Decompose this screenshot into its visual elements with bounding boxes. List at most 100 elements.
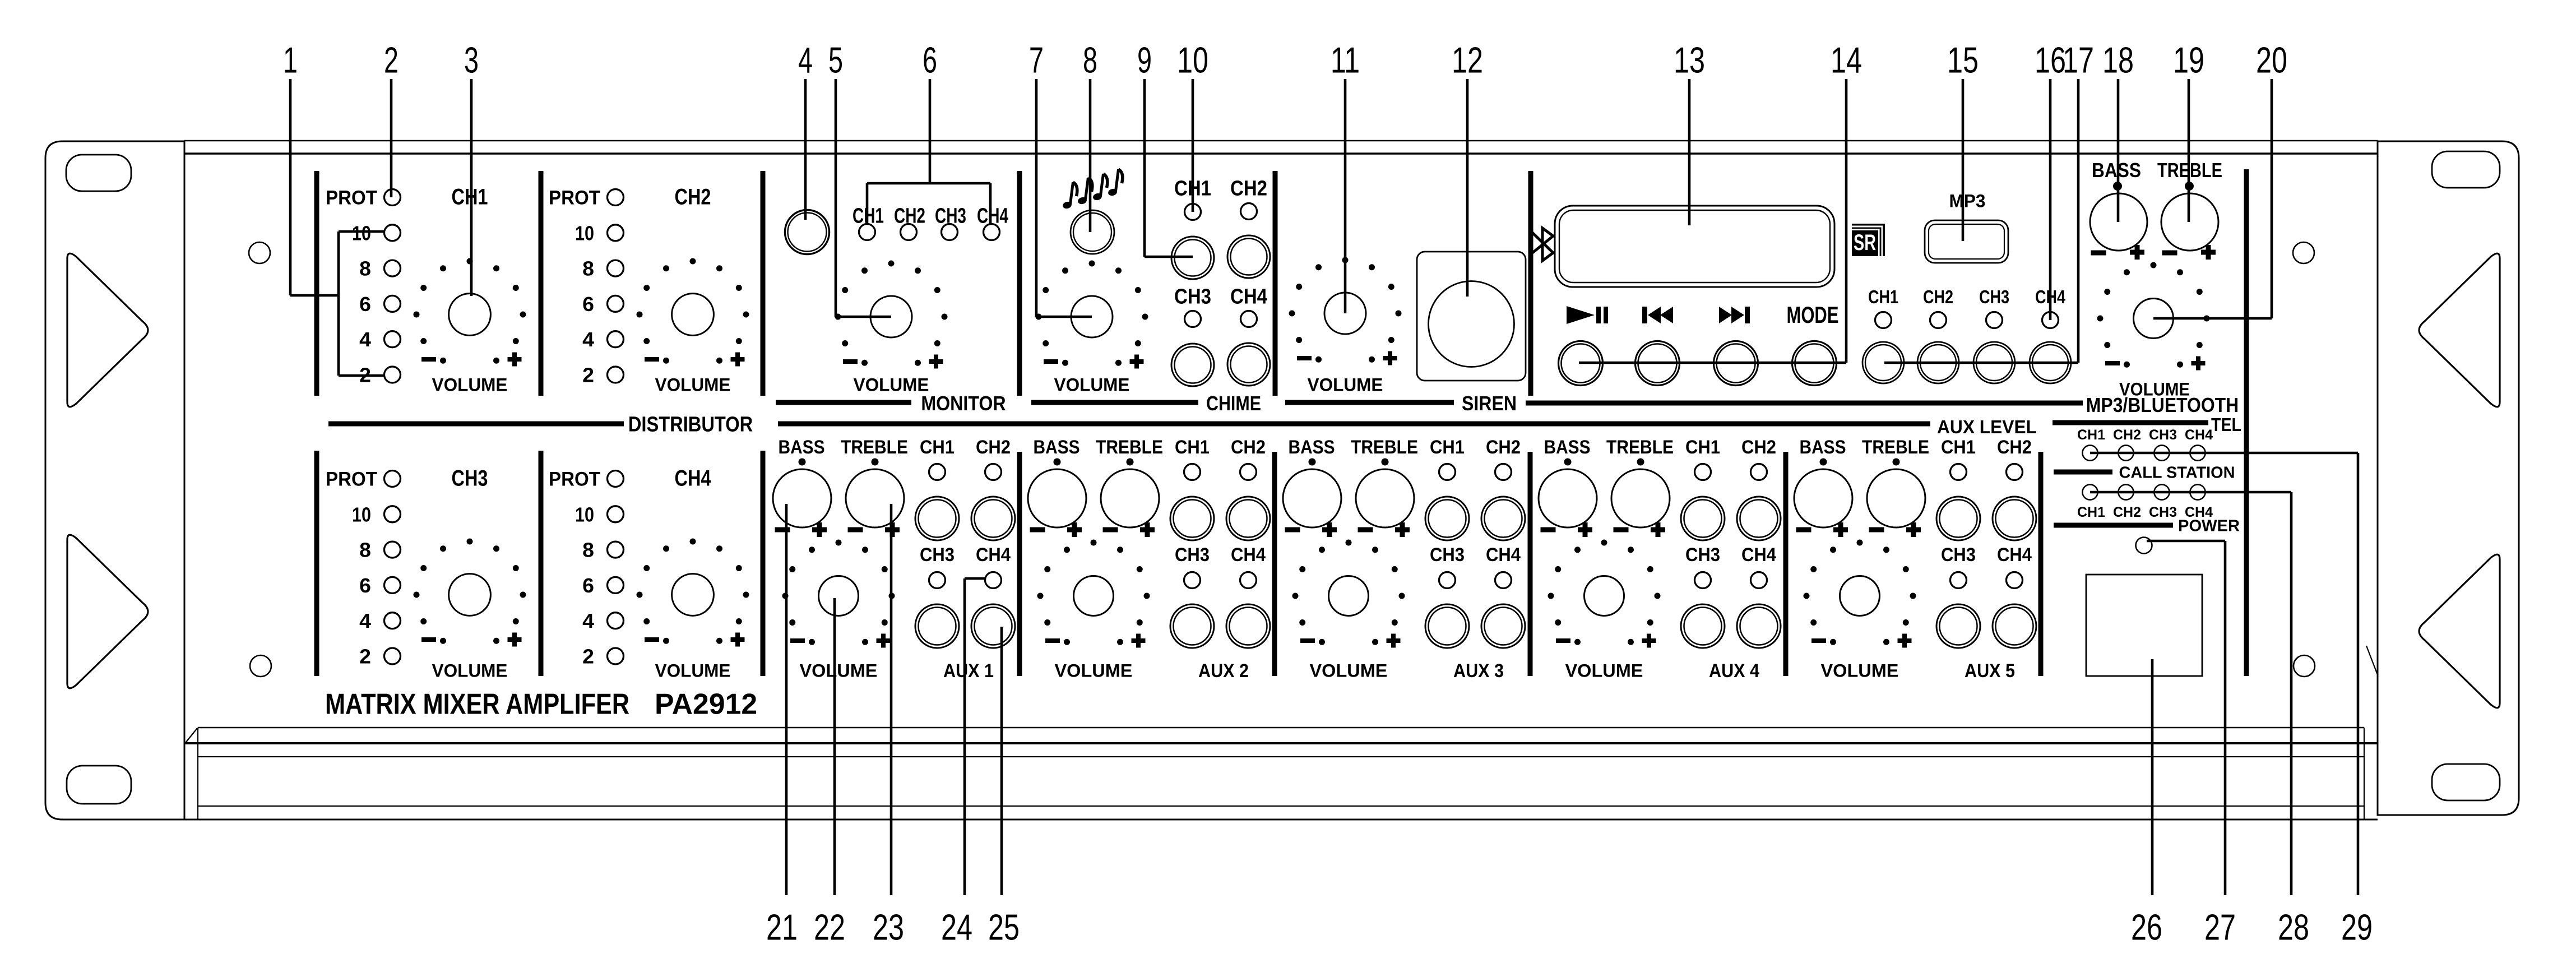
- svg-text:CH2: CH2: [1923, 287, 1953, 307]
- svg-text:5: 5: [828, 40, 843, 80]
- svg-text:AUX 4: AUX 4: [1709, 660, 1759, 682]
- svg-text:CH1: CH1: [1941, 437, 1976, 458]
- svg-text:CH4: CH4: [674, 465, 711, 490]
- svg-text:2: 2: [582, 645, 594, 668]
- svg-text:CH4: CH4: [1997, 544, 2032, 566]
- svg-text:VOLUME: VOLUME: [2119, 379, 2190, 399]
- svg-text:MP3/BLUETOOTH: MP3/BLUETOOTH: [2086, 394, 2239, 416]
- svg-text:PROT: PROT: [326, 187, 377, 209]
- svg-text:VOLUME: VOLUME: [1054, 374, 1130, 395]
- svg-text:VOLUME: VOLUME: [800, 661, 878, 681]
- svg-text:CH2: CH2: [2113, 427, 2141, 443]
- svg-text:CH3: CH3: [451, 465, 488, 490]
- svg-text:15: 15: [1947, 40, 1979, 81]
- svg-text:TREBLE: TREBLE: [1606, 436, 1674, 457]
- svg-text:CH2: CH2: [976, 437, 1011, 458]
- svg-text:6: 6: [923, 40, 937, 80]
- svg-text:6: 6: [359, 575, 371, 597]
- svg-text:CH3: CH3: [1175, 544, 1210, 566]
- svg-text:VOLUME: VOLUME: [1565, 661, 1643, 681]
- svg-text:3: 3: [464, 40, 479, 80]
- svg-text:19: 19: [2173, 40, 2204, 81]
- svg-text:BASS: BASS: [2092, 159, 2141, 182]
- svg-text:BASS: BASS: [1800, 436, 1846, 457]
- svg-text:23: 23: [873, 907, 904, 948]
- svg-text:16: 16: [2035, 40, 2066, 81]
- svg-text:CH1: CH1: [1685, 437, 1720, 458]
- svg-text:17: 17: [2063, 40, 2094, 81]
- svg-text:AUX 3: AUX 3: [1453, 660, 1504, 682]
- svg-text:8: 8: [1083, 40, 1097, 80]
- svg-text:24: 24: [941, 907, 972, 948]
- svg-text:CH2: CH2: [1231, 437, 1266, 458]
- svg-text:20: 20: [2256, 40, 2287, 81]
- svg-text:CH3: CH3: [1979, 287, 2009, 307]
- svg-text:CH1: CH1: [1430, 437, 1465, 458]
- svg-text:21: 21: [766, 907, 798, 948]
- svg-text:CHIME: CHIME: [1206, 393, 1261, 415]
- svg-text:2: 2: [384, 40, 399, 80]
- svg-text:PROT: PROT: [326, 469, 377, 490]
- svg-text:TREBLE: TREBLE: [1096, 436, 1163, 457]
- svg-text:MATRIX MIXER AMPLIFER: MATRIX MIXER AMPLIFER: [325, 688, 629, 721]
- svg-text:CH3: CH3: [920, 544, 955, 566]
- svg-text:13: 13: [1674, 40, 1705, 81]
- svg-text:BASS: BASS: [1544, 436, 1591, 457]
- svg-text:CH3: CH3: [2149, 427, 2177, 443]
- svg-text:4: 4: [582, 610, 594, 632]
- svg-text:PA2912: PA2912: [655, 688, 757, 720]
- svg-text:BASS: BASS: [1034, 436, 1080, 457]
- svg-text:11: 11: [1331, 40, 1360, 81]
- svg-text:VOLUME: VOLUME: [1821, 661, 1899, 681]
- svg-text:AUX LEVEL: AUX LEVEL: [1937, 416, 2037, 437]
- svg-text:AUX 2: AUX 2: [1198, 660, 1249, 682]
- svg-text:CH2: CH2: [674, 184, 711, 209]
- svg-text:VOLUME: VOLUME: [432, 660, 508, 680]
- svg-text:4: 4: [798, 40, 813, 80]
- svg-text:14: 14: [1831, 40, 1862, 81]
- svg-text:CH3: CH3: [1685, 544, 1720, 566]
- svg-text:MONITOR: MONITOR: [921, 392, 1006, 415]
- svg-text:SIREN: SIREN: [1462, 392, 1517, 415]
- svg-text:BASS: BASS: [1289, 436, 1335, 457]
- svg-text:CH4: CH4: [1231, 544, 1266, 566]
- svg-text:BASS: BASS: [779, 436, 825, 457]
- svg-text:VOLUME: VOLUME: [432, 374, 508, 395]
- svg-text:CH4: CH4: [2185, 504, 2213, 520]
- svg-text:TEL: TEL: [2211, 414, 2241, 435]
- svg-text:10: 10: [575, 223, 594, 245]
- svg-text:CH4: CH4: [2185, 427, 2213, 443]
- svg-text:4: 4: [582, 328, 594, 351]
- svg-text:AUX 1: AUX 1: [943, 660, 994, 682]
- svg-text:CH1: CH1: [920, 437, 955, 458]
- svg-text:TREBLE: TREBLE: [841, 436, 908, 457]
- svg-text:TREBLE: TREBLE: [1351, 436, 1418, 457]
- svg-text:CH4: CH4: [1741, 544, 1776, 566]
- svg-text:DISTRIBUTOR: DISTRIBUTOR: [628, 412, 753, 436]
- svg-text:10: 10: [1177, 40, 1208, 81]
- svg-text:CH3: CH3: [1941, 544, 1976, 566]
- svg-text:CH3: CH3: [2149, 504, 2177, 520]
- svg-text:29: 29: [2341, 907, 2373, 948]
- svg-text:PROT: PROT: [549, 469, 600, 490]
- svg-text:CH2: CH2: [2113, 504, 2141, 520]
- svg-text:CH2: CH2: [1997, 437, 2032, 458]
- svg-text:27: 27: [2204, 907, 2236, 948]
- svg-text:6: 6: [359, 293, 371, 316]
- svg-text:CH2: CH2: [1486, 437, 1521, 458]
- svg-text:7: 7: [1029, 40, 1044, 80]
- svg-text:CH1: CH1: [451, 184, 488, 209]
- svg-text:CH4: CH4: [1230, 285, 1267, 309]
- svg-text:VOLUME: VOLUME: [1310, 661, 1388, 681]
- svg-text:VOLUME: VOLUME: [655, 374, 731, 395]
- svg-text:8: 8: [582, 539, 594, 561]
- svg-text:VOLUME: VOLUME: [1308, 374, 1383, 395]
- svg-text:VOLUME: VOLUME: [1055, 661, 1133, 681]
- svg-text:SR: SR: [1854, 230, 1876, 255]
- svg-text:CH1: CH1: [2077, 427, 2105, 443]
- svg-text:28: 28: [2278, 907, 2309, 948]
- svg-text:CH4: CH4: [1486, 544, 1521, 566]
- svg-text:CH2: CH2: [1230, 177, 1267, 201]
- svg-text:CH4: CH4: [976, 544, 1011, 566]
- svg-text:26: 26: [2131, 907, 2162, 948]
